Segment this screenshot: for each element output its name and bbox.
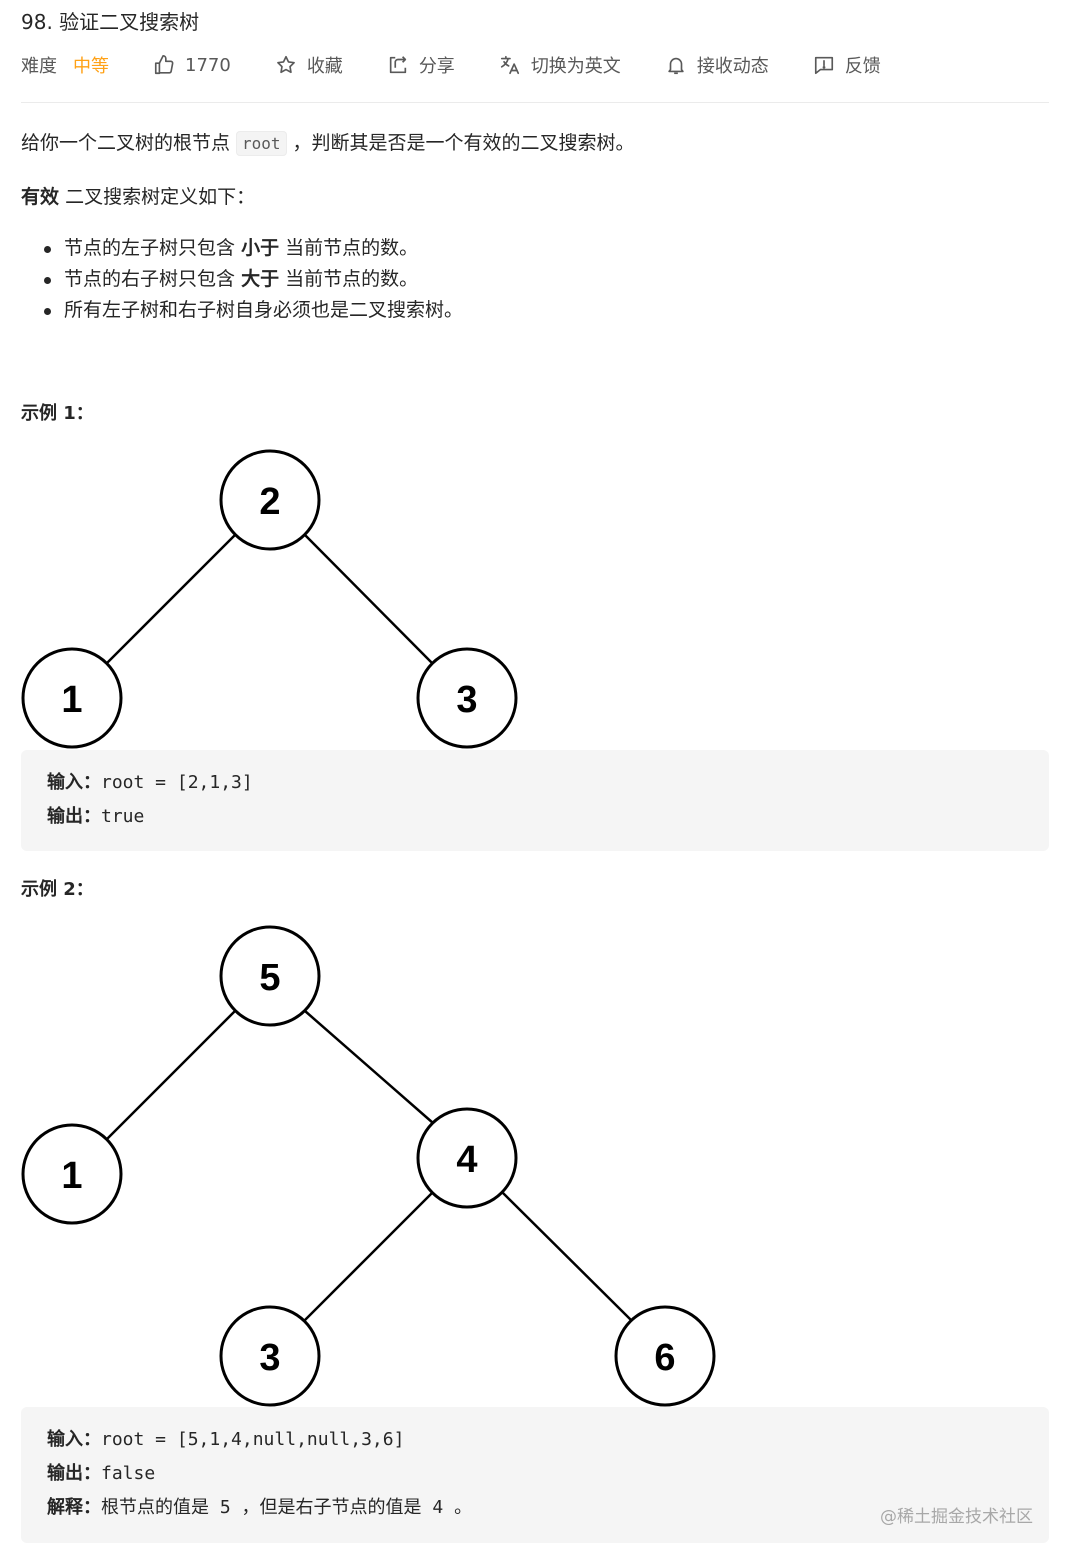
tree-node-label: 3 [259,1337,280,1379]
list-item: 节点的右子树只包含 大于 当前节点的数。 [43,264,463,295]
subscribe-label: 接收动态 [696,56,769,77]
tree-edge [105,1010,236,1141]
share-icon [387,54,409,76]
tree-node-label: 1 [61,679,82,721]
difficulty-label: 难度 [21,56,57,77]
feedback-button[interactable]: 反馈 [813,52,881,78]
feedback-icon [813,54,835,76]
example-2-tree-diagram: 5 1 4 3 6 [21,925,716,1407]
tree-node-label: 3 [456,679,477,721]
example-2-output: false [101,1463,156,1484]
example-1-tree-diagram: 2 1 3 [21,449,518,749]
star-icon [275,54,297,76]
statement-text: 给你一个二叉树的根节点 [21,132,231,154]
definition-line: 有效 二叉搜索树定义如下： [21,182,255,212]
favorite-label: 收藏 [306,56,343,77]
feedback-label: 反馈 [844,56,881,77]
statement-text: ，判断其是否是一个有效的二叉搜索树。 [292,132,635,154]
tree-node-label: 1 [61,1155,82,1197]
translate-icon [499,54,521,76]
problem-meta-bar: 难度 中等 1770 收藏 分享 [21,50,925,80]
inline-code-root: root [236,131,287,156]
like-button[interactable]: 1770 [153,54,231,76]
share-label: 分享 [418,56,455,77]
header-divider [21,102,1049,103]
tree-node [416,1107,518,1209]
tree-node-label: 4 [456,1139,477,1181]
switch-language-button[interactable]: 切换为英文 [499,52,621,78]
thumbs-up-icon [153,54,175,76]
subscribe-button[interactable]: 接收动态 [665,52,769,78]
tree-edge [105,534,236,665]
example-1-heading: 示例 1： [21,403,94,424]
tree-edge [304,1010,434,1124]
tree-node [219,1305,321,1407]
list-item: 节点的左子树只包含 小于 当前节点的数。 [43,233,463,264]
tree-node [219,449,321,551]
definition-emphasis: 有效 [21,186,60,208]
definition-text: 二叉搜索树定义如下： [65,186,256,208]
example-2-heading: 示例 2： [21,879,94,900]
like-count: 1770 [185,54,231,76]
example-2-explanation: 根节点的值是 [101,1497,209,1518]
switch-language-label: 切换为英文 [530,56,621,77]
example-1-input: root = [2,1,3] [101,772,253,793]
tree-node-label: 5 [259,957,280,999]
tree-edge [304,534,434,665]
bell-icon [665,54,687,76]
tree-node-label: 2 [259,481,280,523]
example-1-code-block: 输入：root = [2,1,3] 输出：true [21,750,1049,851]
share-button[interactable]: 分享 [387,52,455,78]
tree-node-label: 6 [654,1337,675,1379]
example-1-output: true [101,806,145,827]
tree-node [21,647,123,749]
tree-node [614,1305,716,1407]
rules-list: 节点的左子树只包含 小于 当前节点的数。 节点的右子树只包含 大于 当前节点的数… [43,233,463,326]
watermark: @稀土掘金技术社区 [880,1507,1033,1527]
tree-node [219,925,321,1027]
list-item: 所有左子树和右子树自身必须也是二叉搜索树。 [43,295,463,326]
example-2-code-block: 输入：root = [5,1,4,null,null,3,6] 输出：false… [21,1407,1049,1543]
difficulty-badge: 中等 [73,56,109,77]
tree-edge [502,1192,632,1321]
tree-node [21,1123,123,1225]
tree-edge [304,1192,433,1321]
example-2-input: root = [5,1,4,null,null,3,6] [101,1429,405,1450]
tree-node [416,647,518,749]
favorite-button[interactable]: 收藏 [275,52,343,78]
problem-title: 98. 验证二叉搜索树 [21,10,200,34]
